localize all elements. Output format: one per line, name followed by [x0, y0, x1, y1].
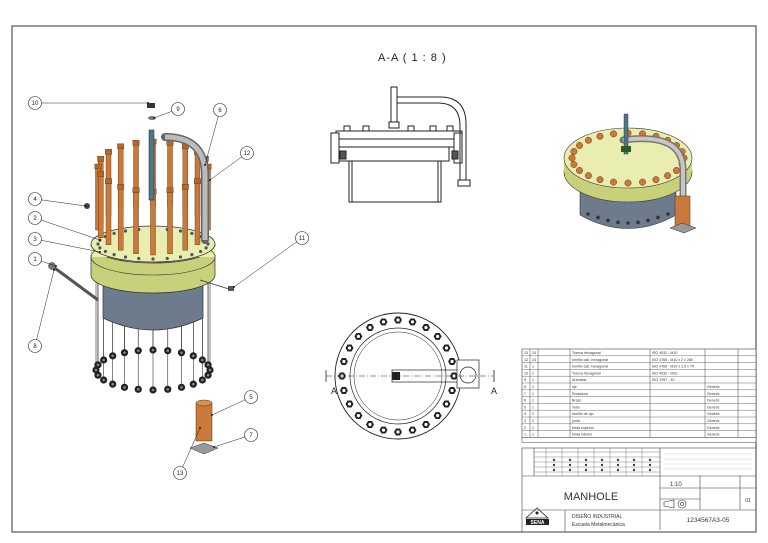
callout-balloon: [28, 192, 42, 206]
bom-cell: 1: [532, 365, 534, 369]
bom-cell: 13: [524, 351, 528, 355]
school-department: Escuela Metalmecánica: [572, 522, 625, 528]
bom-cell: Tubo: [572, 405, 580, 409]
callout-number: 2: [33, 216, 37, 222]
bom-cell: 1: [532, 392, 534, 396]
bom-cell: 6: [524, 399, 526, 403]
callout-balloon: [28, 232, 42, 246]
bom-cell: Generic: [707, 392, 720, 396]
callout-balloon: [171, 102, 185, 116]
bom-cell: brida superior: [572, 426, 595, 430]
section-marker-left: A: [331, 386, 337, 396]
bom-cell: 7: [524, 392, 526, 396]
projection-symbol-icon: [663, 499, 687, 509]
callout-number: 7: [249, 433, 253, 439]
bom-cell: Generic: [707, 419, 720, 423]
callout-number: 4: [33, 197, 37, 203]
bom-cell: 1: [532, 433, 534, 437]
bom-cell: 12: [524, 358, 528, 362]
bom-cell: Generic: [707, 433, 720, 437]
callout-number: 12: [244, 151, 251, 157]
section-view: [330, 86, 471, 203]
callout-number: 1: [33, 257, 37, 263]
bom-cell: 1: [532, 378, 534, 382]
callout-balloon: [173, 466, 187, 480]
bom-cell: ISO 4032 - M10: [652, 351, 677, 355]
bom-cell: 10: [524, 371, 528, 375]
bom-cell: Generic: [707, 412, 720, 416]
bom-cell: Tuerca hexagonal: [572, 371, 601, 375]
school-logo-icon: [524, 507, 550, 525]
bom-cell: 1: [532, 385, 534, 389]
callout-balloon: [244, 428, 258, 442]
bom-cell: tornillo cab. hexagonal: [572, 365, 608, 369]
callout-balloon: [295, 231, 309, 245]
bom-cell: 5: [524, 405, 526, 409]
callout-balloon: [28, 339, 42, 353]
callout-balloon: [240, 146, 254, 160]
bom-cell: 11: [524, 365, 528, 369]
bom-cell: tornillo de ojo: [572, 412, 593, 416]
bom-cell: 1: [532, 405, 534, 409]
callout-number: 8: [33, 344, 37, 350]
bom-cell: 2: [532, 419, 534, 423]
bom-cell: Rodadura: [572, 392, 588, 396]
callout-number: 6: [218, 108, 222, 114]
callout-balloon: [244, 390, 258, 404]
bom-cell: Arandela: [572, 378, 586, 382]
callout-balloon: [28, 252, 42, 266]
bom-cell: 1: [532, 426, 534, 430]
callout-number: 11: [299, 236, 306, 242]
bom-cell: ISO 4032 - M10: [652, 371, 677, 375]
bom-cell: Generic: [707, 405, 720, 409]
callout-balloon: [28, 211, 42, 225]
bom-cell: 4: [524, 412, 526, 416]
bom-cell: 24: [532, 358, 536, 362]
bom-cell: eje: [572, 385, 577, 389]
bom-cell: ISO 4766 - M10 x 1.5 x 70: [652, 365, 694, 369]
bom-cell: tornillo cab. hexagonal: [572, 358, 608, 362]
callout-number: 3: [33, 237, 37, 243]
bom-cell: Generic: [707, 399, 720, 403]
bom-cell: 24: [532, 351, 536, 355]
scale-value: 1:10: [670, 482, 682, 488]
bom-cell: 2: [524, 426, 526, 430]
callout-balloon: [213, 103, 227, 117]
drawing-number: 1234567A3-05: [687, 517, 730, 524]
isometric-view: [563, 113, 697, 234]
title-block: [521, 447, 757, 533]
sheet-number: 01: [745, 498, 751, 504]
bom-cell: 9: [524, 378, 526, 382]
logo-text: SENA: [531, 520, 545, 526]
bom-cell: junta: [571, 419, 580, 423]
bom-cell: Generic: [707, 385, 720, 389]
bom-cell: Tuerca hexagonal: [572, 351, 601, 355]
school-name: DISEÑO INDUSTRIAL: [572, 513, 623, 520]
callout-number: 5: [249, 395, 253, 401]
bom-cell: 8: [524, 385, 526, 389]
bom-cell: Brazo: [572, 399, 581, 403]
bom-cell: 1: [532, 412, 534, 416]
bom-cell: 1: [532, 399, 534, 403]
callout-number: 9: [176, 107, 180, 113]
bom-cell: Generic: [707, 426, 720, 430]
bom-cell: 3: [524, 419, 526, 423]
bom-cell: ISO 7097 - 10: [652, 378, 674, 382]
callout-number: 13: [177, 471, 184, 477]
drawing-title: MANHOLE: [564, 491, 618, 503]
bom-cell: 1: [524, 433, 526, 437]
callout-balloon: [28, 96, 42, 110]
section-view-title: A-A ( 1 : 8 ): [378, 52, 447, 64]
bom-cell: ISO 4766 - M10 x 2 x 280: [652, 358, 693, 362]
bom-cell: brida inferior: [572, 433, 593, 437]
section-marker-right: A: [491, 386, 497, 396]
bom-cell: 1: [532, 371, 534, 375]
callout-number: 10: [32, 101, 39, 107]
